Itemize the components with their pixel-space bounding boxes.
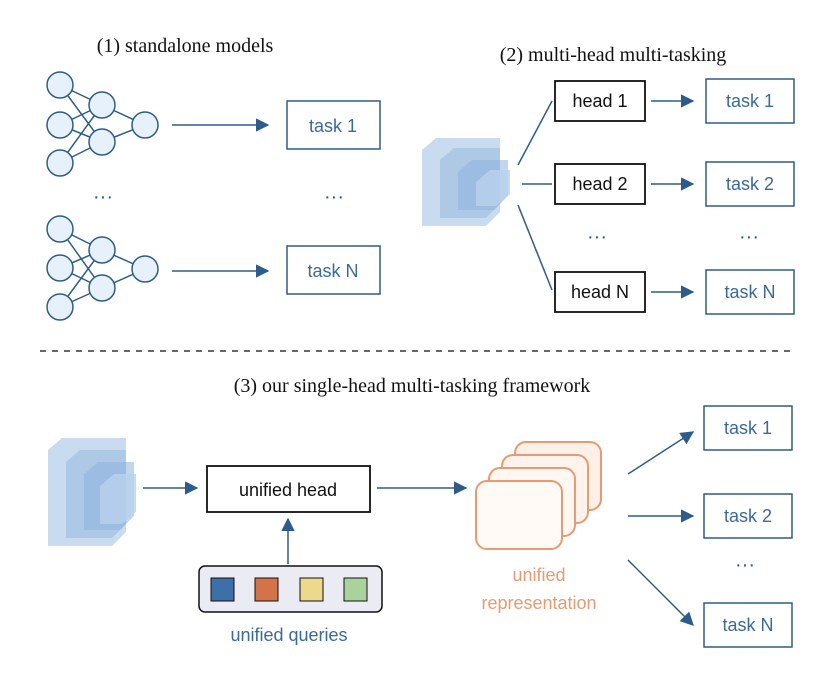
- s3-query-tray: [198, 565, 383, 613]
- s3-backbone-icon: [48, 438, 136, 546]
- s3-task-n-box: [703, 602, 793, 648]
- s3-unified-queries-label: unified queries: [230, 625, 347, 645]
- s3-task-2-box: [703, 493, 793, 539]
- s2-task-n-box: [705, 269, 795, 315]
- s3-ellipsis-tasks: ···: [735, 554, 755, 576]
- s2-ellipsis-heads: ···: [587, 226, 607, 248]
- neural-net-top: [46, 71, 159, 177]
- s3-unified-head-box: [206, 465, 371, 513]
- query-token-3: [299, 577, 324, 602]
- s2-head-2-box: [554, 163, 646, 205]
- s2-backbone-icon: [422, 138, 510, 226]
- s3-task-2-label: task 2: [724, 506, 772, 526]
- s2-head-1-box: [554, 80, 646, 122]
- s1-ellipsis-right: ···: [324, 186, 344, 208]
- query-token-1: [210, 577, 235, 602]
- section-3-title: (3) our single-head multi-tasking framew…: [234, 375, 591, 397]
- query-token-2: [254, 577, 279, 602]
- s2-task-2-box: [705, 161, 795, 207]
- s2-head-1-label: head 1: [572, 91, 627, 111]
- s3-unified-head-label: unified head: [239, 480, 337, 500]
- s1-task-n-label: task N: [307, 261, 358, 281]
- s2-ellipsis-tasks: ···: [739, 226, 759, 248]
- s3-arrow-task-n: [627, 559, 694, 626]
- section-1-title: (1) standalone models: [97, 35, 274, 57]
- s2-head-2-label: head 2: [572, 174, 627, 194]
- s3-task-n-label: task N: [722, 615, 773, 635]
- s3-arrow-task-1: [627, 431, 695, 475]
- s1-task-1-label: task 1: [309, 116, 357, 136]
- query-token-4: [343, 577, 368, 602]
- s1-ellipsis-left: ···: [93, 186, 113, 208]
- s2-head-n-box: [554, 271, 646, 313]
- s2-task-2-label: task 2: [726, 174, 774, 194]
- s2-task-1-box: [705, 78, 795, 124]
- s2-fan-lines: [517, 100, 553, 291]
- section-2-title: (2) multi-head multi-tasking: [500, 44, 727, 66]
- s3-task-1-box: [703, 405, 793, 451]
- s1-task-n-box: [286, 245, 381, 295]
- neural-net-bottom: [46, 215, 159, 321]
- s3-representation-label-line1: unified: [512, 565, 565, 585]
- s3-representation-label-line2: representation: [481, 593, 596, 613]
- s3-task-1-label: task 1: [724, 418, 772, 438]
- s2-task-n-label: task N: [724, 282, 775, 302]
- s1-task-1-box: [286, 100, 381, 150]
- s2-head-n-label: head N: [571, 282, 629, 302]
- s2-task-1-label: task 1: [726, 91, 774, 111]
- s3-representation-stack-icon: [475, 441, 602, 550]
